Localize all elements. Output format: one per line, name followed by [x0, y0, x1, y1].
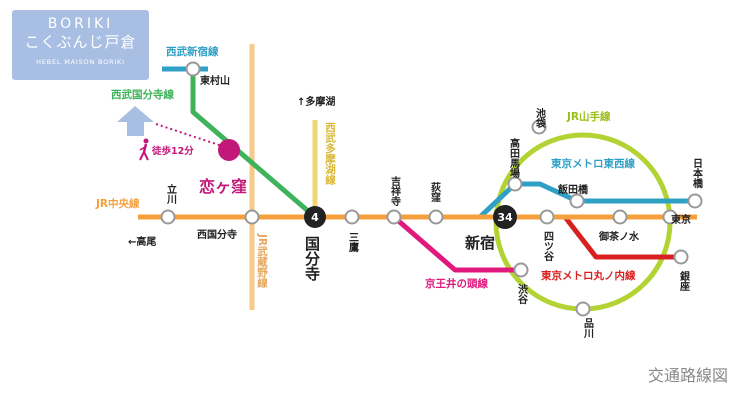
- station-tokyo: [662, 209, 678, 225]
- station-mitaka: [344, 209, 360, 225]
- kokubunji-hub: [304, 206, 326, 228]
- station-takadanobaba: [507, 176, 523, 192]
- inokashira-line: [392, 215, 521, 273]
- brand-logo: BORIKI こくぶんじ戸倉 HEBEL MAISON BORIKI: [12, 10, 149, 80]
- station-shinagawa: [575, 301, 591, 317]
- home-arrow-icon: [117, 106, 154, 136]
- station-iidabashi: [569, 193, 585, 209]
- label-ikebukuro: 池袋: [534, 107, 547, 129]
- map-caption: 交通路線図: [647, 366, 728, 385]
- kokubunji-badge: 4: [311, 211, 319, 224]
- label-tokyo: 東京: [671, 213, 691, 226]
- label-ogikubo: 荻窪: [429, 181, 441, 203]
- label-higashimurayama: 東村山: [200, 74, 230, 87]
- station-ogikubo: [428, 209, 444, 225]
- label-kokubunji: 国分寺: [303, 236, 321, 282]
- label-takadanobaba: 高田馬場: [508, 137, 520, 179]
- walking-person-icon: [139, 138, 149, 161]
- label-seibu-kokubunji: 西武国分寺線: [111, 88, 174, 101]
- walk-route: [155, 123, 223, 147]
- station-shibuya: [513, 262, 529, 278]
- shinjuku-hub: [493, 205, 517, 229]
- home-station-name: 恋ヶ窪: [199, 177, 247, 196]
- label-iidabashi: 飯田橋: [557, 183, 589, 196]
- label-shibuya: 渋谷: [516, 283, 528, 305]
- label-ochanomizu: 御茶ノ水: [598, 230, 640, 243]
- station-tachikawa: [160, 209, 176, 225]
- label-jr-chuo: JR中央線: [95, 197, 140, 210]
- direction-tamako: ↑多摩湖: [297, 95, 335, 108]
- label-seibu-shinjuku: 西武新宿線: [166, 45, 219, 58]
- label-jr-yamanote: JR山手線: [566, 110, 611, 123]
- label-seibu-tamako: 西武多摩湖線: [324, 122, 336, 186]
- station-higashimurayama: [185, 61, 201, 77]
- walk-time: 徒歩12分: [151, 145, 194, 157]
- logo-title: BORIKI: [47, 16, 114, 32]
- tozai-line: [352, 181, 690, 220]
- label-marunouchi: 東京メトロ丸ノ内線: [541, 269, 636, 282]
- label-nihonbashi: 日本橋: [691, 158, 703, 189]
- shinjuku-badge: 34: [497, 211, 513, 224]
- station-ikebukuro: [531, 119, 547, 135]
- label-tozai: 東京メトロ東西線: [551, 157, 635, 170]
- logo-subtitle: こくぶんじ戸倉: [24, 33, 137, 51]
- home-station-marker: [218, 139, 240, 161]
- station-kichijoji: [386, 209, 402, 225]
- label-shinjuku: 新宿: [465, 234, 495, 252]
- label-inokashira: 京王井の頭線: [425, 277, 488, 290]
- label-mitaka: 三鷹: [347, 232, 359, 253]
- label-ginza: 銀座: [678, 270, 691, 292]
- direction-takao: ←高尾: [128, 235, 156, 248]
- station-yotsuya: [539, 209, 555, 225]
- seibu-kokubunji-line: [190, 69, 317, 219]
- label-tachikawa: 立川: [165, 183, 178, 205]
- label-kichijoji: 吉祥寺: [389, 175, 401, 207]
- station-nishikokubunji: [244, 209, 260, 225]
- marunouchi-line: [505, 214, 681, 260]
- label-nishikokubunji: 西国分寺: [197, 228, 237, 241]
- label-shinagawa: 品川: [582, 318, 595, 339]
- label-yotsuya: 四ツ谷: [542, 231, 554, 262]
- station-nihonbashi: [687, 193, 703, 209]
- label-jr-musashino: JR武蔵野線: [256, 233, 268, 289]
- station-ochanomizu: [612, 209, 628, 225]
- station-ginza: [673, 249, 689, 265]
- logo-caption: HEBEL MAISON BORIKI: [36, 58, 125, 66]
